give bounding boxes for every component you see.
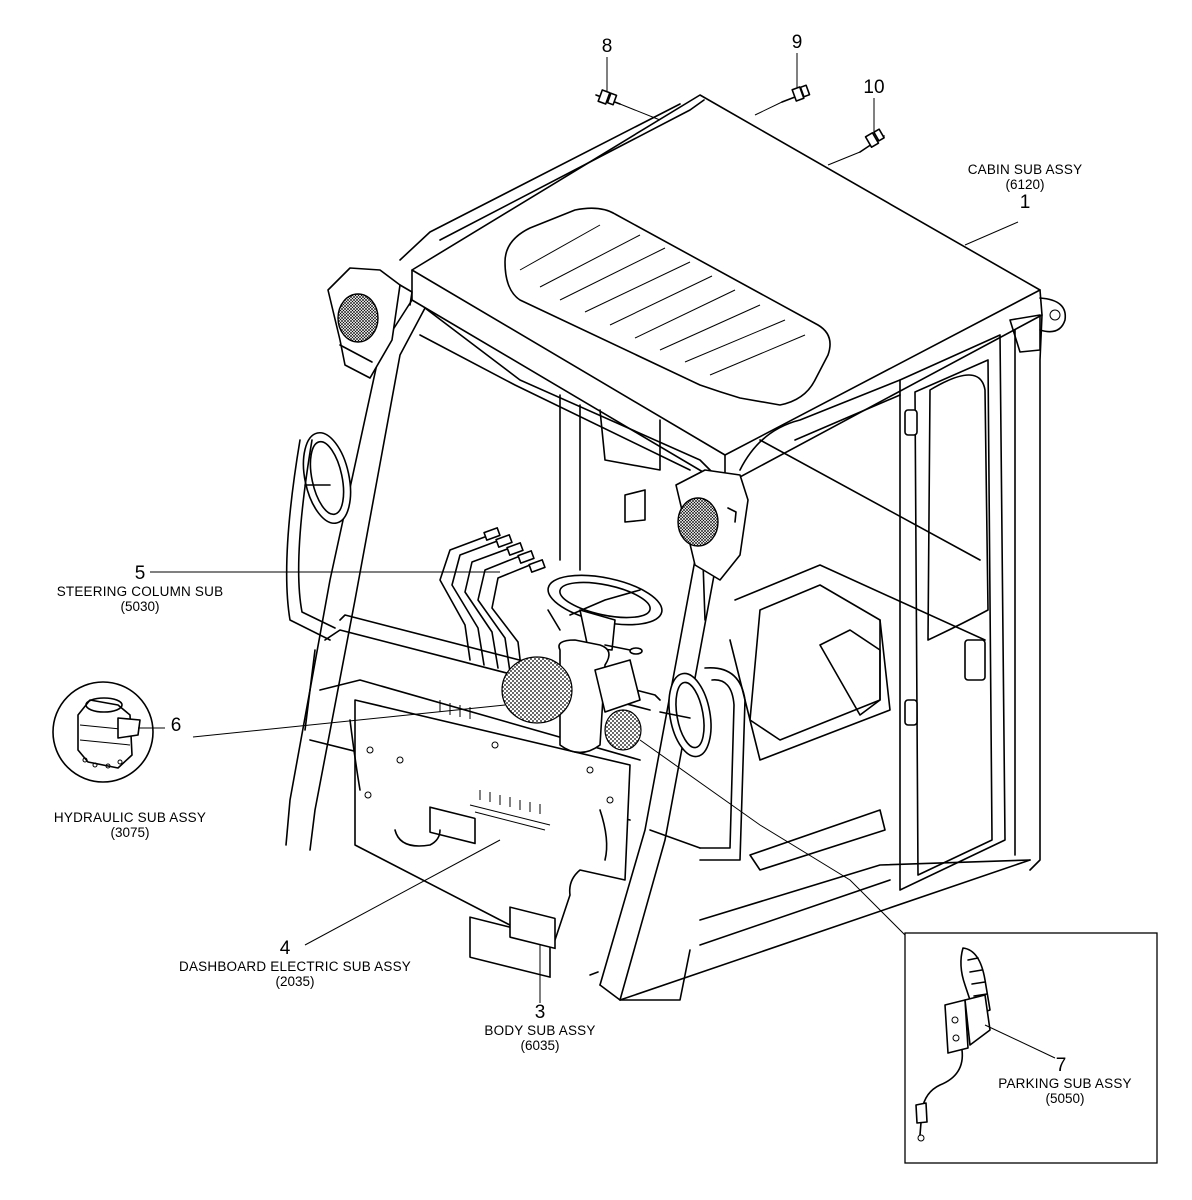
callout-10: 10: [854, 77, 894, 99]
callout-3-name: BODY SUB ASSY: [484, 1022, 596, 1038]
callout-3: 3 BODY SUB ASSY (6035): [450, 1002, 630, 1054]
callout-6-code: (3075): [110, 824, 150, 840]
callout-1-name: CABIN SUB ASSY: [967, 162, 1083, 177]
callout-9: 9: [782, 32, 812, 54]
callout-10-number: 10: [863, 77, 885, 98]
callout-8: 8: [592, 36, 622, 58]
callout-3-number: 3: [534, 1002, 546, 1023]
callout-1: CABIN SUB ASSY (6120) 1: [940, 162, 1110, 214]
callout-6-number: 6: [170, 715, 182, 736]
cabin-frame: [285, 94, 1067, 1001]
callout-6: HYDRAULIC SUB ASSY (3075): [10, 810, 250, 841]
bolt-8: [595, 89, 621, 106]
callout-7-number: 7: [1055, 1055, 1067, 1076]
callout-4-code: (2035): [275, 973, 315, 989]
callout-4-number: 4: [279, 938, 291, 959]
callout-5-code: (5030): [120, 598, 160, 614]
callout-9-number: 9: [791, 32, 803, 53]
parking-inset: [904, 932, 1158, 1164]
work-light-right: [675, 469, 749, 581]
callout-5: 5 STEERING COLUMN SUB (5030): [20, 563, 260, 615]
callout-3-code: (6035): [520, 1037, 560, 1053]
callout-8-number: 8: [601, 36, 613, 57]
dashboard-panel: [349, 699, 631, 978]
callout-1-number: 1: [1019, 191, 1031, 213]
hydraulic-inset: [52, 681, 154, 783]
callout-5-name: STEERING COLUMN SUB: [56, 583, 224, 599]
callout-6-name: HYDRAULIC SUB ASSY: [53, 810, 207, 825]
work-light-left: [327, 267, 413, 379]
callout-4: 4 DASHBOARD ELECTRIC SUB ASSY (2035): [140, 938, 450, 990]
callout-5-number: 5: [134, 563, 146, 584]
callout-7-code: (5050): [1045, 1090, 1085, 1106]
callout-4-name: DASHBOARD ELECTRIC SUB ASSY: [179, 958, 411, 974]
callout-6-number-wrap: 6: [166, 715, 186, 737]
mirror-right: [649, 667, 746, 861]
bolt-9: [781, 84, 811, 103]
callout-7: 7 PARKING SUB ASSY (5050): [975, 1055, 1155, 1107]
bolt-10: [859, 128, 885, 153]
callout-1-code: (6120): [1005, 176, 1045, 192]
leader-lines: [138, 53, 1056, 1059]
callout-7-name: PARKING SUB ASSY: [998, 1075, 1132, 1091]
mirror-left: [285, 431, 352, 641]
steering-column: [439, 527, 663, 754]
